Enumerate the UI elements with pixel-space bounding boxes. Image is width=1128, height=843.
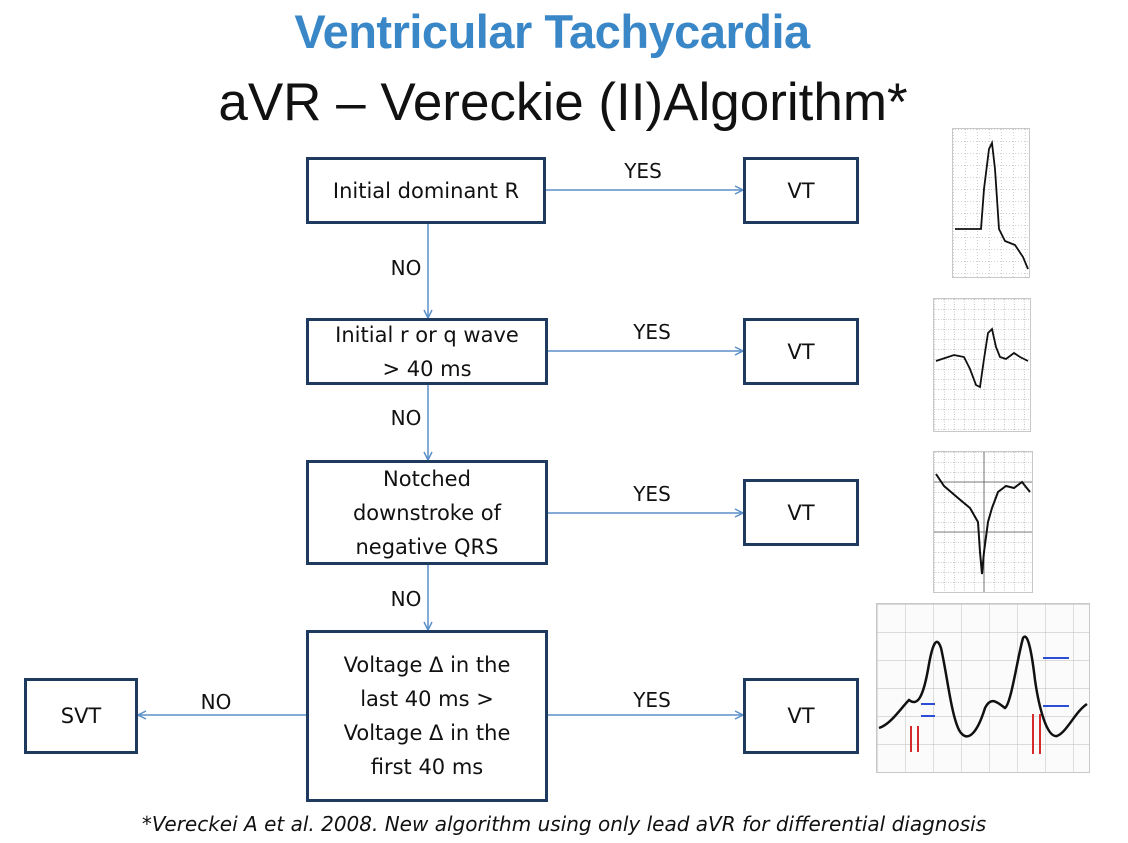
ecg-initial-q-icon: [933, 298, 1031, 432]
decision-box-3: Notched downstroke of negative QRS: [306, 460, 548, 565]
slide-title: Ventricular Tachycardia: [294, 5, 810, 58]
yes-label-4: YES: [633, 688, 671, 712]
decision-text-2: Initial r or q wave > 40 ms: [335, 322, 519, 381]
no-label-2: NO: [390, 406, 422, 430]
result-text-1: VT: [787, 178, 815, 203]
decision-text-4: Voltage Δ in the last 40 ms > Voltage Δ …: [343, 653, 511, 779]
decision-box-1: Initial dominant R: [306, 157, 546, 224]
result-box-vt-2: VT: [743, 318, 859, 385]
yes-label-1: YES: [624, 159, 662, 183]
ecg-notched-downstroke-icon: [933, 451, 1033, 593]
decision-box-2: Initial r or q wave > 40 ms: [306, 318, 548, 385]
no-label-4: NO: [200, 690, 232, 714]
yes-label-3: YES: [633, 482, 671, 506]
no-label-1: NO: [390, 256, 422, 280]
no-label-3: NO: [390, 587, 422, 611]
ecg-dominant-r-icon: [952, 128, 1030, 278]
result-text-3: VT: [787, 500, 815, 525]
result-box-vt-3: VT: [743, 479, 859, 546]
slide-subtitle: aVR – Vereckie (II)Algorithm*: [218, 73, 908, 132]
citation-footnote: *Vereckei A et al. 2008. New algorithm u…: [141, 812, 987, 836]
result-text-4: VT: [787, 704, 815, 728]
result-text-2: VT: [787, 339, 815, 364]
result-box-vt-4: VT: [743, 678, 859, 754]
result-text-svt: SVT: [60, 704, 102, 728]
decision-text-1: Initial dominant R: [332, 178, 520, 203]
yes-label-2: YES: [633, 320, 671, 344]
result-box-vt-1: VT: [743, 157, 859, 224]
result-box-svt: SVT: [24, 678, 138, 754]
decision-text-3: Notched downstroke of negative QRS: [352, 466, 502, 559]
decision-box-4: Voltage Δ in the last 40 ms > Voltage Δ …: [306, 630, 548, 802]
ecg-voltage-ratio-icon: [876, 603, 1090, 773]
